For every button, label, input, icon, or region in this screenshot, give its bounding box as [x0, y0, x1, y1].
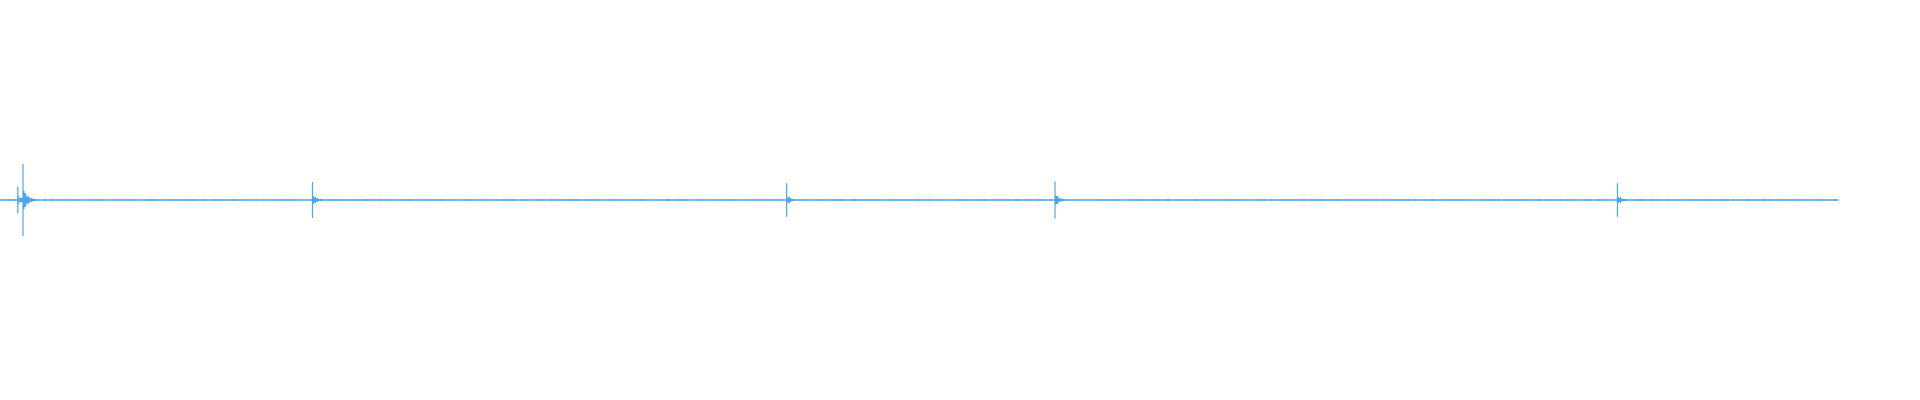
waveform-transient: [1616, 183, 1636, 217]
waveform-layer: [0, 164, 1839, 236]
transient-decay: [787, 196, 806, 204]
transient-decay: [1617, 196, 1636, 204]
waveform-transient: [1054, 181, 1074, 219]
waveform-transient: [22, 164, 42, 236]
transient-decay: [23, 190, 42, 210]
waveform-transient: [786, 183, 806, 217]
transient-decay: [312, 196, 331, 204]
waveform-transient: [311, 182, 331, 218]
transient-decay: [1055, 195, 1074, 205]
